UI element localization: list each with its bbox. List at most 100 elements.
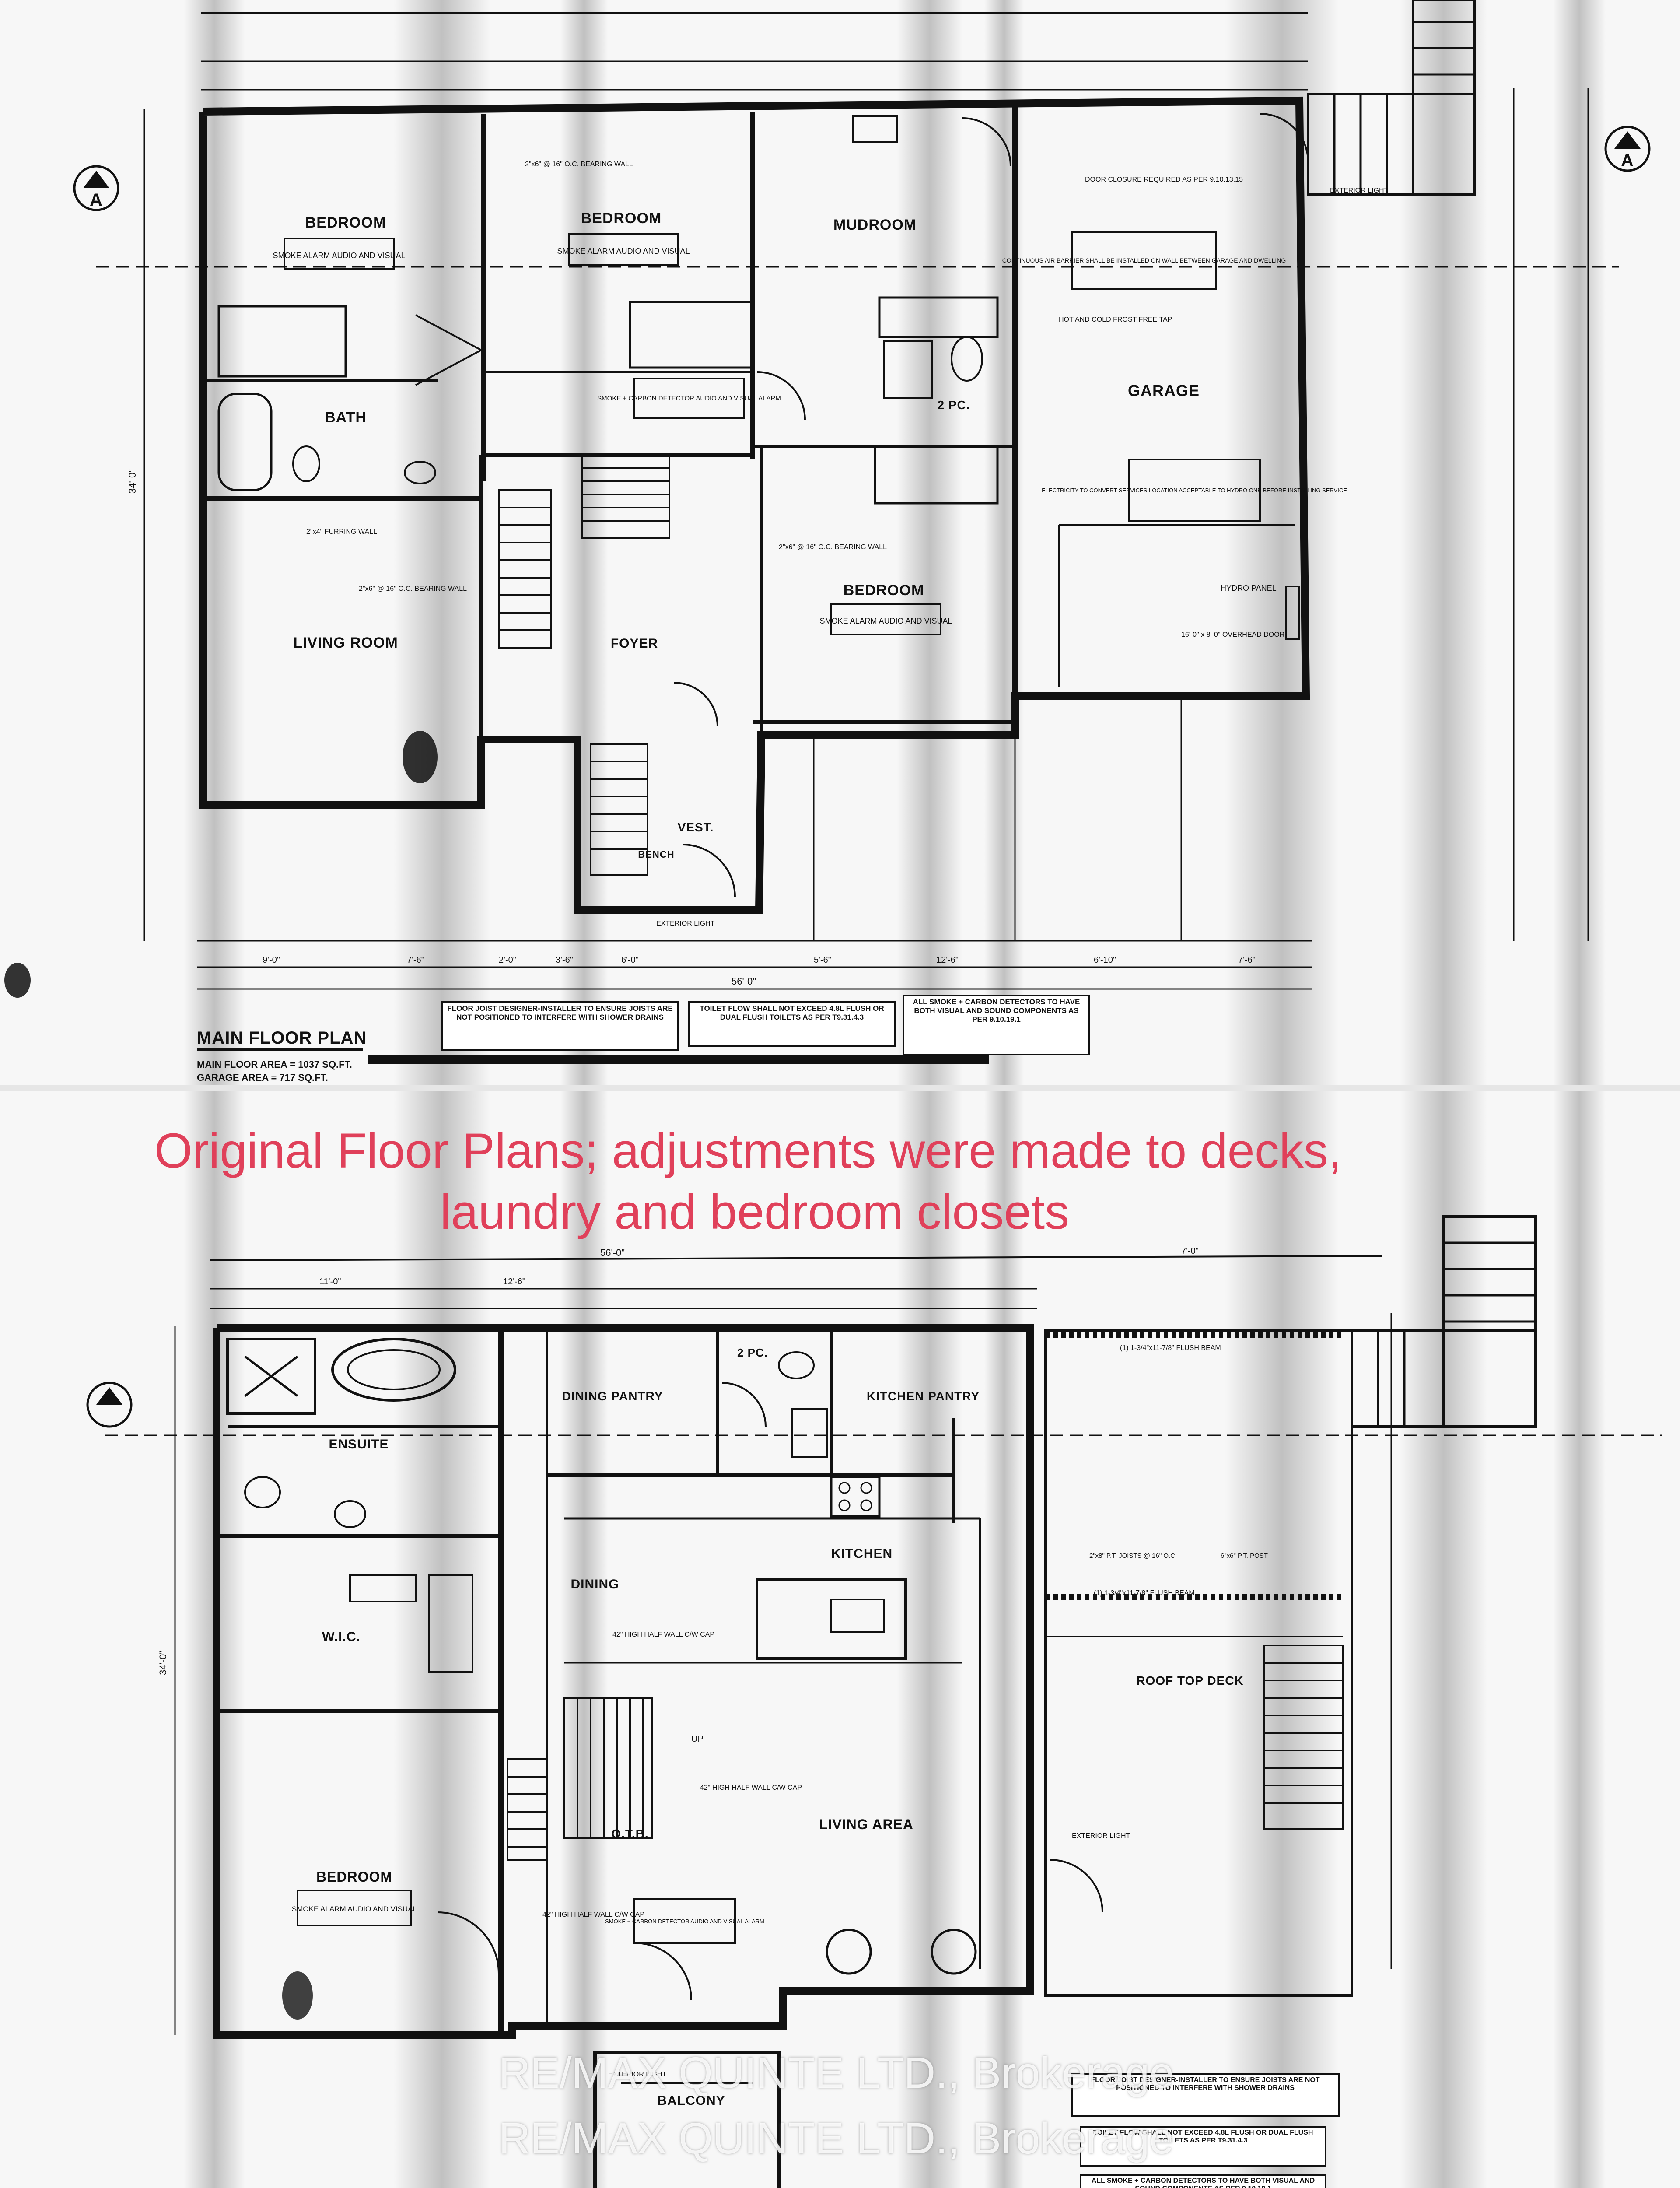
watermark: RE/MAX QUINTE LTD., Brokerage (499, 2114, 1174, 2163)
room-label-balcony: BALCONY (657, 2093, 725, 2108)
room-label-mudroom: MUDROOM (833, 217, 917, 233)
room-label-garage: GARAGE (1128, 382, 1200, 400)
room-label-wic: W.I.C. (322, 1630, 360, 1644)
note-half-wall: 42" HIGH HALF WALL C/W CAP (700, 1784, 802, 1792)
room-label-2pc: 2 PC. (737, 1346, 768, 1359)
note-bearing-wall: 2"x6" @ 16" O.C. BEARING WALL (779, 543, 887, 551)
caption-line-2: laundry and bedroom closets (440, 1185, 1070, 1239)
note-smoke-carbon: SMOKE + CARBON DETECTOR AUDIO AND VISUAL… (605, 1898, 764, 1944)
note-bearing-wall: 2"x6" @ 16" O.C. BEARING WALL (359, 585, 467, 593)
footer-note-joist: FLOOR JOIST DESIGNER-INSTALLER TO ENSURE… (1071, 2073, 1340, 2117)
svg-text:SMOKE ALARM AUDIO AND VISUAL: SMOKE ALARM AUDIO AND VISUAL (292, 1905, 417, 1913)
note-garage-seal: CONTINUOUS AIR BARRIER SHALL BE INSTALLE… (1002, 231, 1286, 290)
room-label-vest: VEST. (678, 820, 714, 834)
room-label-living-area: LIVING AREA (819, 1816, 914, 1832)
room-label-dining: DINING (571, 1577, 620, 1592)
note-exterior-light: EXTERIOR LIGHT (1330, 187, 1389, 194)
note-smoke-alarm: SMOKE ALARM AUDIO AND VISUAL (557, 233, 690, 266)
svg-text:SMOKE + CARBON DETECTOR AUDIO: SMOKE + CARBON DETECTOR AUDIO AND VISUAL… (605, 1918, 764, 1925)
copy-streak (560, 0, 608, 2188)
plan-title: MAIN FLOOR PLAN (197, 1028, 367, 1048)
dimension-segment: 12'-6" (503, 1277, 525, 1287)
note-furring-wall: 2"x4" FURRING WALL (306, 528, 377, 536)
note-hydro-panel: HYDRO PANEL (1221, 584, 1277, 593)
ink-smudge (282, 1971, 313, 2020)
section-marker-label: A (90, 190, 103, 210)
note-up: UP (691, 1734, 704, 1744)
room-label-dining-pantry: DINING PANTRY (562, 1389, 663, 1403)
dimension-segment: 3'-6" (556, 955, 573, 965)
dimension-segment: 5'-6" (814, 955, 831, 965)
note-hot-cold: HOT AND COLD FROST FREE TAP (1059, 316, 1172, 323)
watermark: RE/MAX QUINTE LTD., Brokerage (499, 2048, 1174, 2097)
note-smoke-alarm: SMOKE ALARM AUDIO AND VISUAL (292, 1890, 417, 1926)
dimension-left: 34'-0" (158, 1651, 168, 1675)
note-joists: 2"x8" P.T. JOISTS @ 16" O.C. (1089, 1552, 1177, 1560)
copy-streak (1225, 0, 1339, 2188)
plan-area: MAIN FLOOR AREA = 1037 SQ.FT. (197, 1059, 352, 1070)
section-marker-label: A (1621, 151, 1634, 170)
dimension-segment: 12'-6" (936, 955, 959, 965)
svg-text:ELECTRICITY TO CONVERT SERVICE: ELECTRICITY TO CONVERT SERVICES LOCATION… (1042, 487, 1347, 494)
copy-streak (1553, 0, 1606, 2188)
footer-note-toilet: TOILET FLOW SHALL NOT EXCEED 4.8L FLUSH … (688, 1001, 896, 1047)
dimension-left: 34'-0" (127, 469, 138, 494)
note-half-wall: 42" HIGH HALF WALL C/W CAP (542, 1911, 644, 1918)
note-bearing-wall: 2"x6" @ 16" O.C. BEARING WALL (525, 161, 633, 168)
section-marker-icon (83, 171, 109, 188)
room-label-bedroom: BEDROOM (305, 214, 386, 231)
note-post: 6"x6" P.T. POST (1221, 1552, 1268, 1560)
note-exterior-light: EXTERIOR LIGHT (1072, 1832, 1130, 1840)
room-label-kitchen: KITCHEN (831, 1546, 892, 1561)
svg-text:SMOKE + CARBON DETECTOR AUDIO: SMOKE + CARBON DETECTOR AUDIO AND VISUAL… (597, 395, 781, 402)
room-label-bath: BATH (325, 409, 367, 426)
room-label-2pc: 2 PC. (937, 398, 970, 412)
copy-streak (394, 0, 490, 2188)
section-marker-icon (1614, 131, 1641, 149)
dimension-overall: 56'-0" (732, 976, 756, 987)
note-flush-beam: (1) 1-3/4"x11-7/8" FLUSH BEAM (1094, 1589, 1195, 1597)
ink-smudge (402, 731, 438, 783)
redaction-bar (368, 1055, 989, 1064)
dimension-overall: 56'-0" (600, 1247, 625, 1258)
dimension-segment: 2'-0" (499, 955, 516, 965)
dimension-segment: 11'-0" (319, 1277, 341, 1287)
copy-streak (1400, 0, 1488, 2188)
dimension-segment: 7'-6" (1238, 955, 1256, 965)
note-exterior-light: EXTERIOR LIGHT (656, 920, 715, 927)
note-half-wall: 42" HIGH HALF WALL C/W CAP (612, 1631, 714, 1638)
room-label-bedroom: BEDROOM (844, 582, 924, 599)
footer-note-joist: FLOOR JOIST DESIGNER-INSTALLER TO ENSURE… (441, 1001, 679, 1051)
room-label-foyer: FOYER (611, 636, 658, 651)
note-smoke-carbon: SMOKE + CARBON DETECTOR AUDIO AND VISUAL… (597, 378, 781, 419)
caption-line-1: Original Floor Plans; adjustments were m… (154, 1123, 1342, 1178)
footer-note-toilet: TOILET FLOW SHALL NOT EXCEED 4.8L FLUSH … (1080, 2126, 1326, 2167)
dimension-segment: 9'-0" (262, 955, 280, 965)
footer-note-smoke: ALL SMOKE + CARBON DETECTORS TO HAVE BOT… (903, 995, 1090, 1055)
dimension-segment: 7'-6" (407, 955, 424, 965)
note-electricity: ELECTRICITY TO CONVERT SERVICES LOCATION… (1042, 459, 1347, 522)
dimension-segment: 6'-10" (1094, 955, 1116, 965)
photo-divider (0, 1085, 1680, 1091)
room-label-kitchen-pantry: KITCHEN PANTRY (867, 1389, 980, 1403)
plan-area: GARAGE AREA = 717 SQ.FT. (197, 1072, 328, 1083)
note-exterior-light: EXTERIOR LIGHT (608, 2071, 667, 2078)
room-label-otb: O.T.B. (611, 1827, 648, 1841)
svg-text:SMOKE ALARM AUDIO AND VISUAL: SMOKE ALARM AUDIO AND VISUAL (557, 247, 690, 256)
svg-text:SMOKE ALARM AUDIO AND VISUAL: SMOKE ALARM AUDIO AND VISUAL (273, 251, 405, 260)
room-label-bench: BENCH (638, 849, 674, 860)
dimension-segment: 6'-0" (621, 955, 639, 965)
svg-text:CONTINUOUS AIR BARRIER SHALL B: CONTINUOUS AIR BARRIER SHALL BE INSTALLE… (1002, 257, 1286, 264)
note-flush-beam: (1) 1-3/4"x11-7/8" FLUSH BEAM (1120, 1344, 1221, 1352)
room-label-bedroom: BEDROOM (581, 210, 662, 227)
room-label-bedroom: BEDROOM (316, 1869, 392, 1885)
note-smoke-alarm: SMOKE ALARM AUDIO AND VISUAL (273, 238, 406, 270)
note-garage-door: 16'-0" x 8'-0" OVERHEAD DOOR (1181, 631, 1284, 638)
footer-note-smoke: ALL SMOKE + CARBON DETECTORS TO HAVE BOT… (1080, 2174, 1326, 2188)
room-label-living-room: LIVING ROOM (293, 635, 398, 651)
section-marker-icon (96, 1387, 122, 1405)
note-smoke-alarm: SMOKE ALARM AUDIO AND VISUAL (819, 603, 952, 635)
room-label-ensuite: ENSUITE (329, 1437, 388, 1452)
